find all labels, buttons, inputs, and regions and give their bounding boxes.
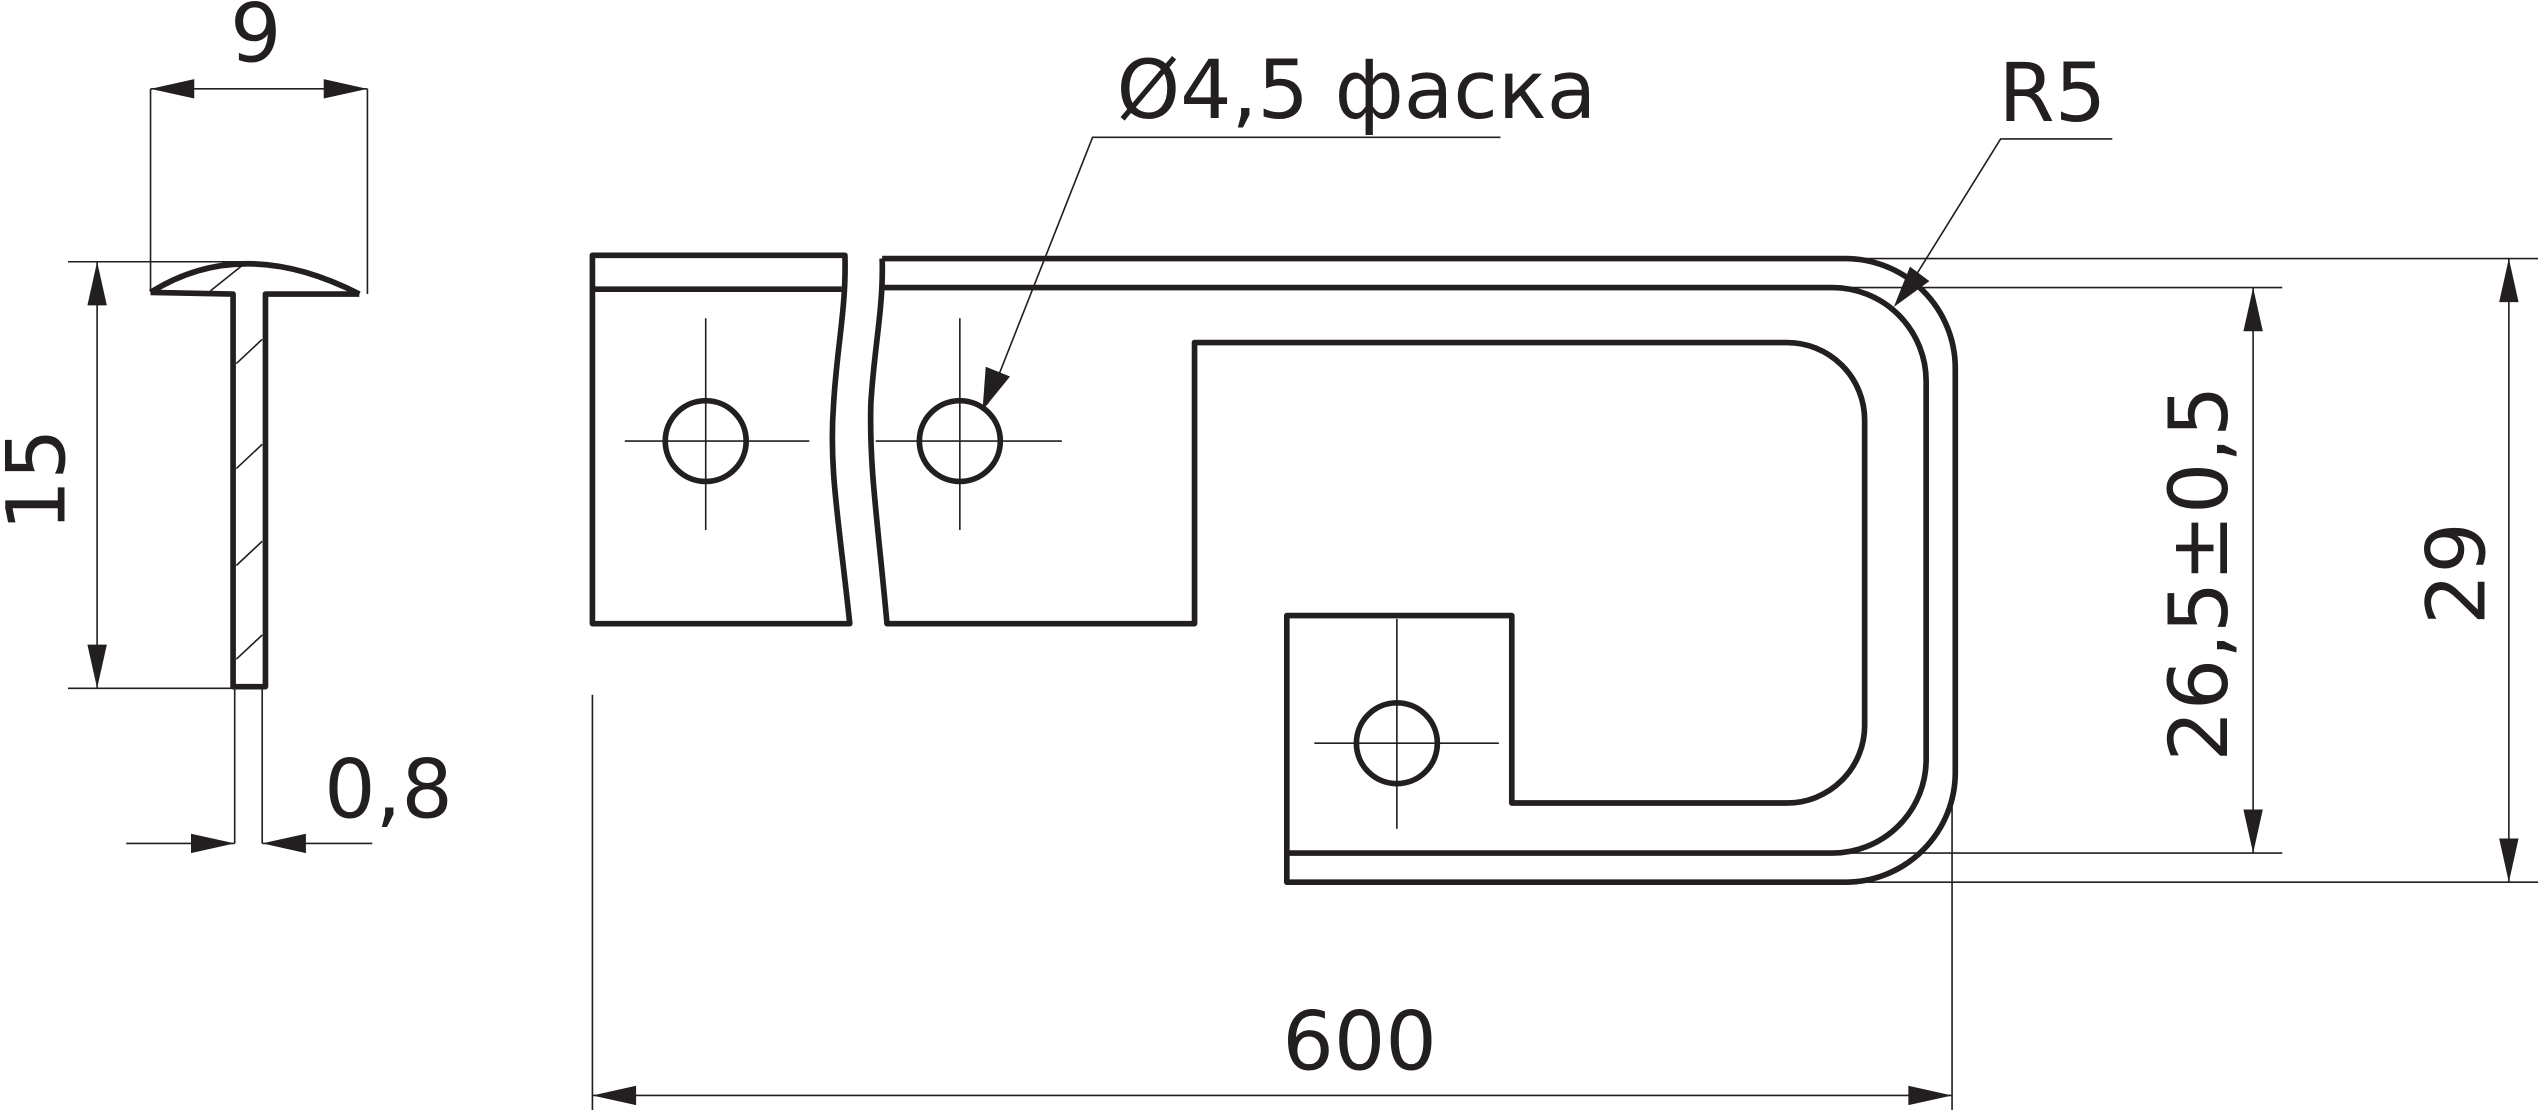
dimension-length: 600 [591, 694, 1953, 1110]
hole-callout: Ø4,5 фаска [982, 44, 1596, 411]
dimension-thickness: 0,8 [126, 688, 453, 854]
dimension-height: 15 [0, 260, 243, 690]
inner-height-label: 26,5±0,5 [2153, 386, 2247, 762]
width-label: 9 [230, 0, 281, 81]
height-label: 15 [0, 428, 85, 531]
profile-section: 9 15 0,8 [0, 0, 453, 854]
outer-height-label: 29 [2411, 522, 2505, 625]
dimension-inner-height: 26,5±0,5 [1832, 286, 2283, 854]
length-label: 600 [1282, 996, 1436, 1090]
radius-callout: R5 [1893, 47, 2113, 307]
mounting-hole [1314, 618, 1499, 829]
thickness-label: 0,8 [324, 744, 453, 838]
hole-label: Ø4,5 фаска [1116, 44, 1596, 138]
dimension-outer-height: 29 [1845, 257, 2538, 883]
part-view [589, 252, 1959, 886]
dimension-width: 9 [149, 0, 369, 295]
mounting-hole [875, 318, 1062, 530]
mounting-hole [624, 318, 810, 530]
radius-label: R5 [1999, 47, 2107, 141]
